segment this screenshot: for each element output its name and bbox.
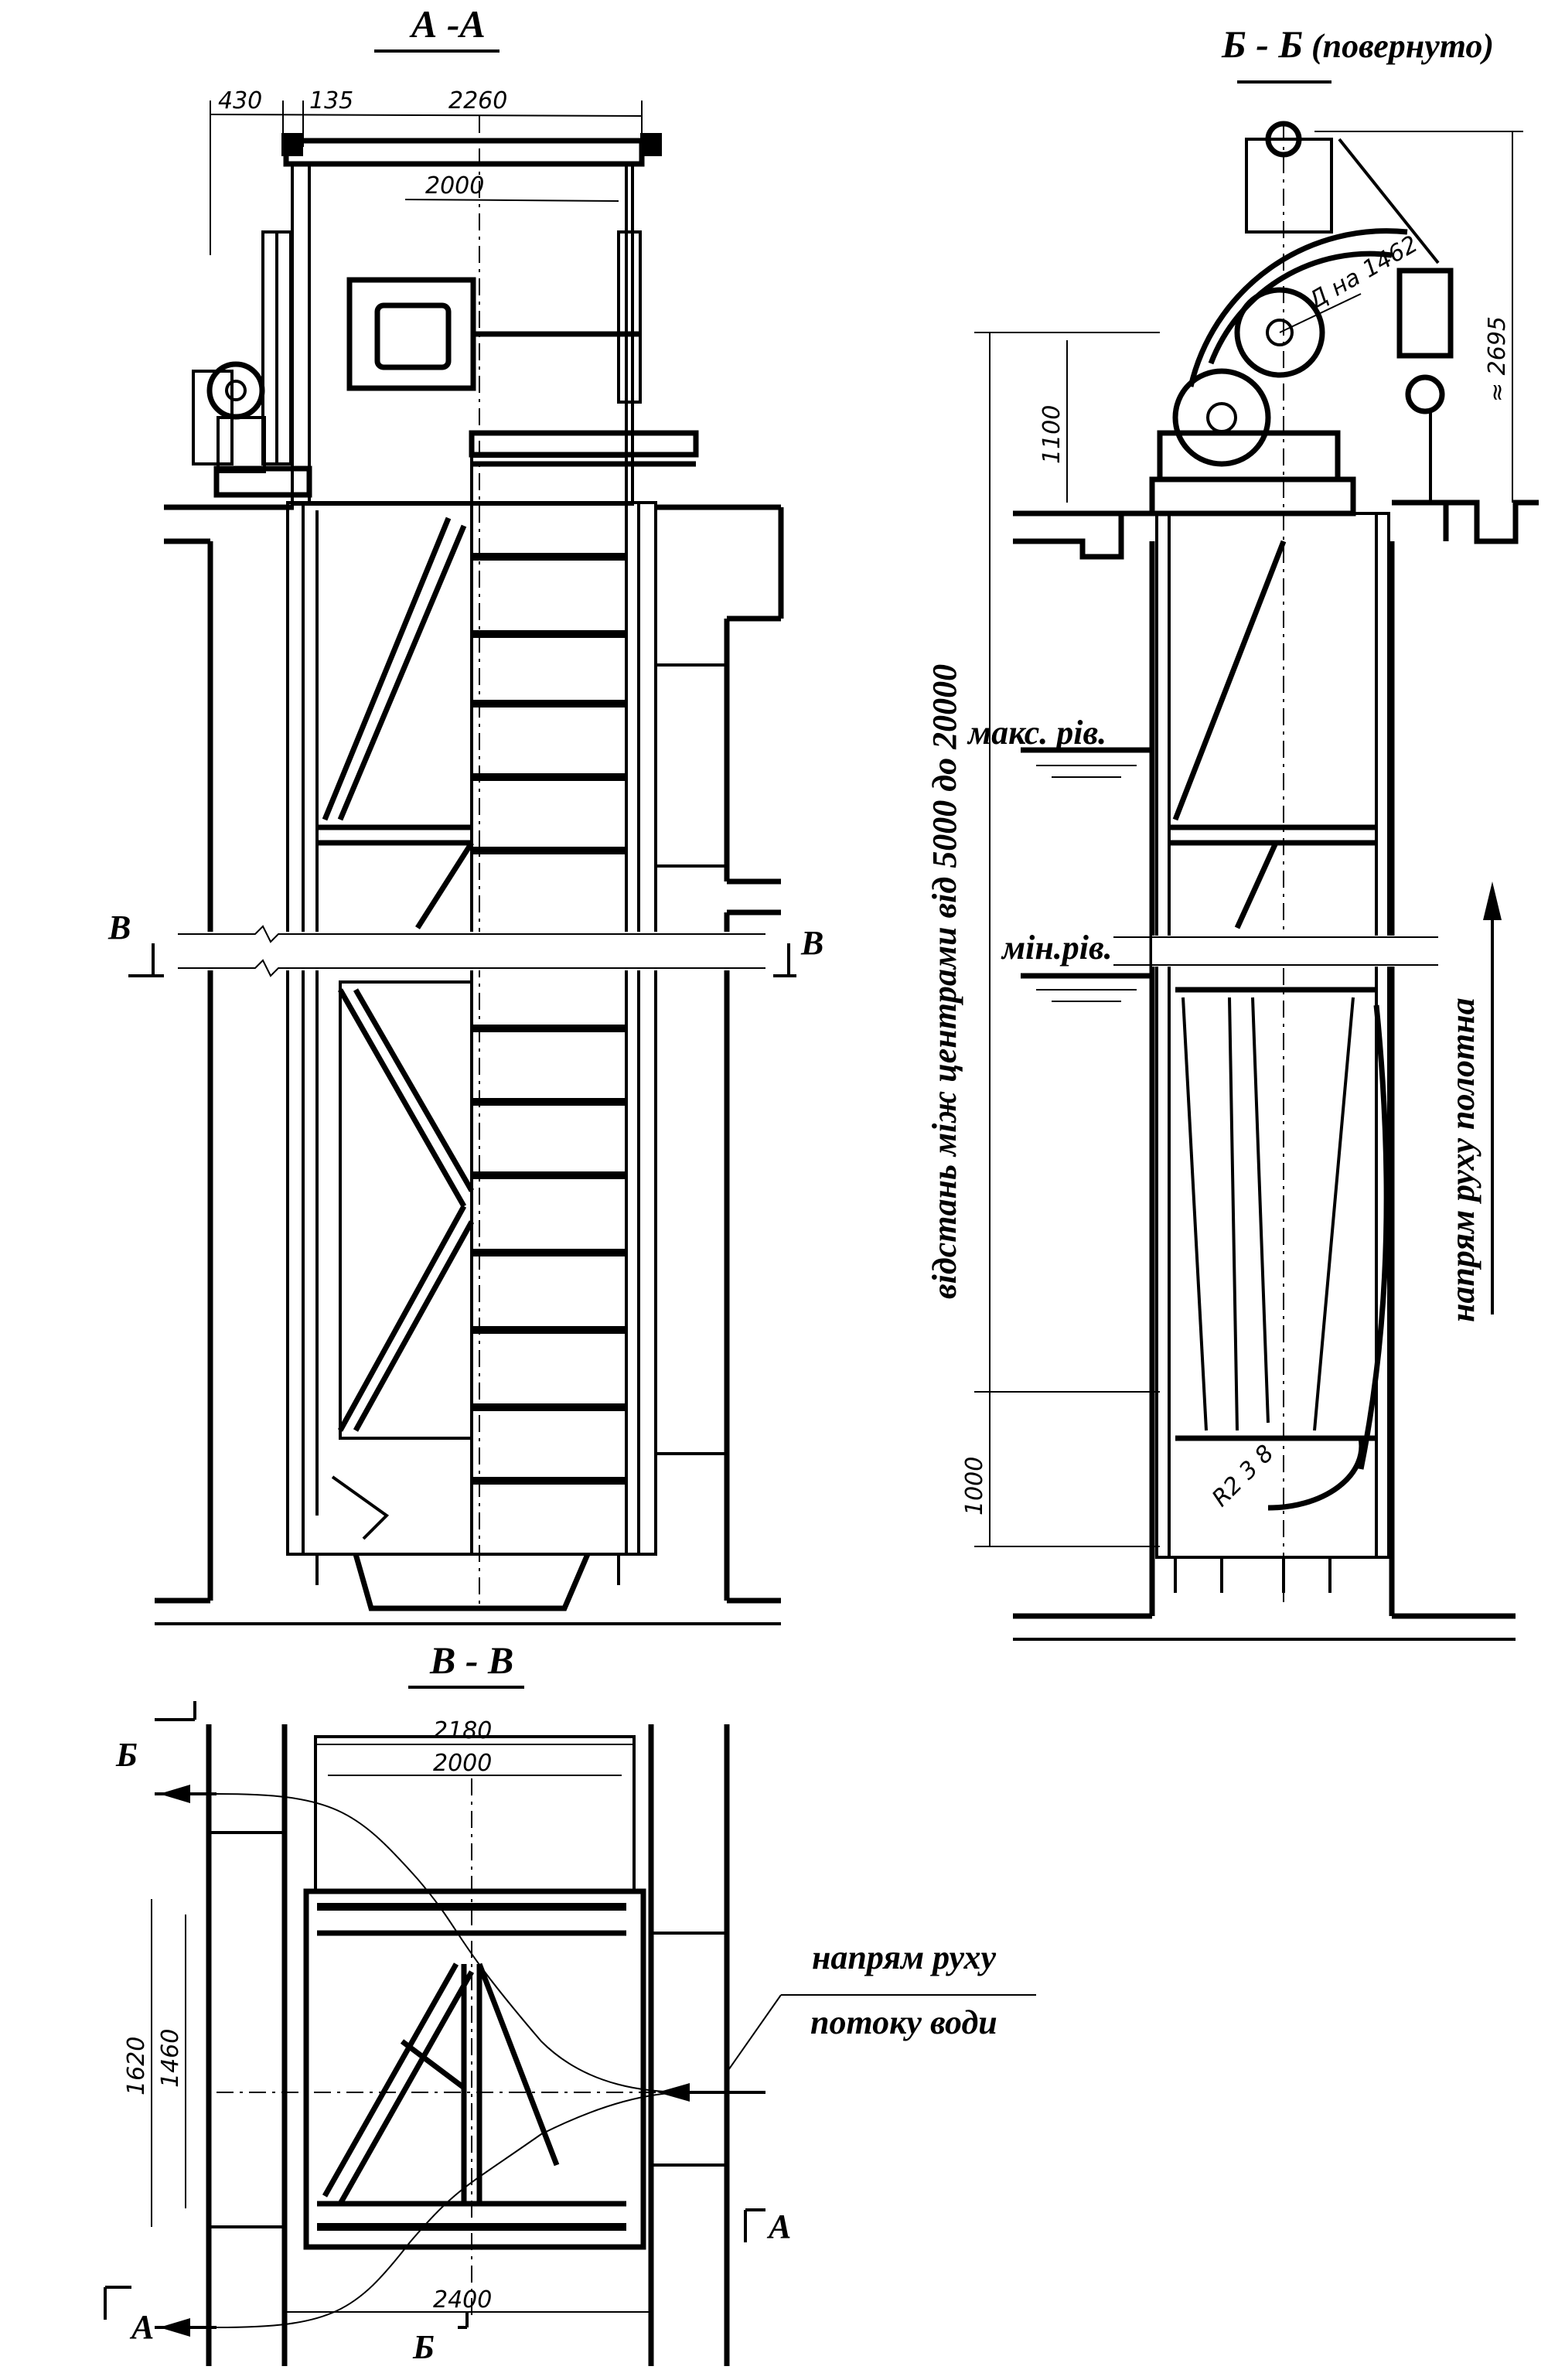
view-v-v: В - В 2180 2000 1620 1460 2400: [104, 1638, 1036, 2366]
dim-135: 135: [309, 87, 353, 114]
dim-2180: 2180: [433, 1717, 492, 1744]
section-b-bottom: Б: [412, 2328, 435, 2366]
section-b-top: Б: [115, 1736, 138, 1774]
screen-slats: [472, 553, 626, 1485]
dim-2000-plan: 2000: [433, 1750, 492, 1777]
dim-430: 430: [218, 87, 262, 114]
label-belt-direction: напрям руху полотна: [1444, 997, 1482, 1322]
section-a-right: А: [766, 2208, 791, 2245]
frame-b-b: R2 3 8: [1021, 124, 1438, 1608]
view-b-b-note: (повернуто): [1311, 27, 1494, 65]
flow-direction-arrow: напрям руху потоку води: [657, 1938, 1036, 2102]
dims-plan: 2180 2000 1620 1460 2400: [123, 1717, 651, 2314]
dim-2000-top: 2000: [425, 172, 484, 199]
label-distance: відстань між центрами від 5000 до 20000: [926, 664, 963, 1299]
floor-slab-b-b: [1013, 500, 1539, 1641]
dim-2695: ≈ 2695: [1484, 316, 1511, 402]
section-mark-v: В В: [107, 909, 823, 977]
dim-2400: 2400: [433, 2286, 492, 2314]
dim-1100: 1100: [1038, 405, 1066, 464]
label-max-level: макс. рів.: [967, 714, 1106, 752]
frame-a-a: [178, 116, 781, 1611]
view-b-b: Б - Б (повернуто) Д на 1462 ≈ 2695: [926, 22, 1539, 1641]
plan-body: [216, 1735, 727, 2328]
dim-distance: 1100 1000 відстань між центрами від 5000…: [926, 332, 1160, 1547]
dim-radius: R2 3 8: [1207, 1440, 1279, 1512]
dim-1620: 1620: [123, 2037, 150, 2095]
dim-2260: 2260: [448, 87, 507, 114]
view-v-v-title: В - В: [429, 1638, 513, 1682]
section-v-left: В: [107, 909, 131, 946]
view-b-b-title: Б - Б: [1221, 22, 1303, 66]
floor-slab-left: [155, 465, 784, 1625]
dim-chain-top: 430 135 2260 2000: [210, 87, 643, 255]
belt-direction-arrow: напрям руху полотна: [1444, 881, 1502, 1322]
dim-1000: 1000: [961, 1457, 988, 1516]
drive-head-b-b: Д на 1462 ≈ 2695: [1149, 121, 1523, 517]
view-a-a: А -А 430 135 2260 2000: [107, 2, 823, 1625]
channel-walls: [206, 1724, 730, 2366]
section-marks-plan: Б Б А А: [104, 1701, 791, 2366]
label-min-level: мін.рів.: [1001, 929, 1113, 967]
label-flow-direction-1: напрям руху: [812, 1938, 996, 1976]
label-flow-direction-2: потоку води: [810, 2003, 997, 2041]
section-a-left: А: [129, 2308, 154, 2346]
section-v-right: В: [800, 924, 823, 962]
dim-1460: 1460: [157, 2029, 184, 2088]
view-a-a-title: А -А: [409, 2, 486, 46]
